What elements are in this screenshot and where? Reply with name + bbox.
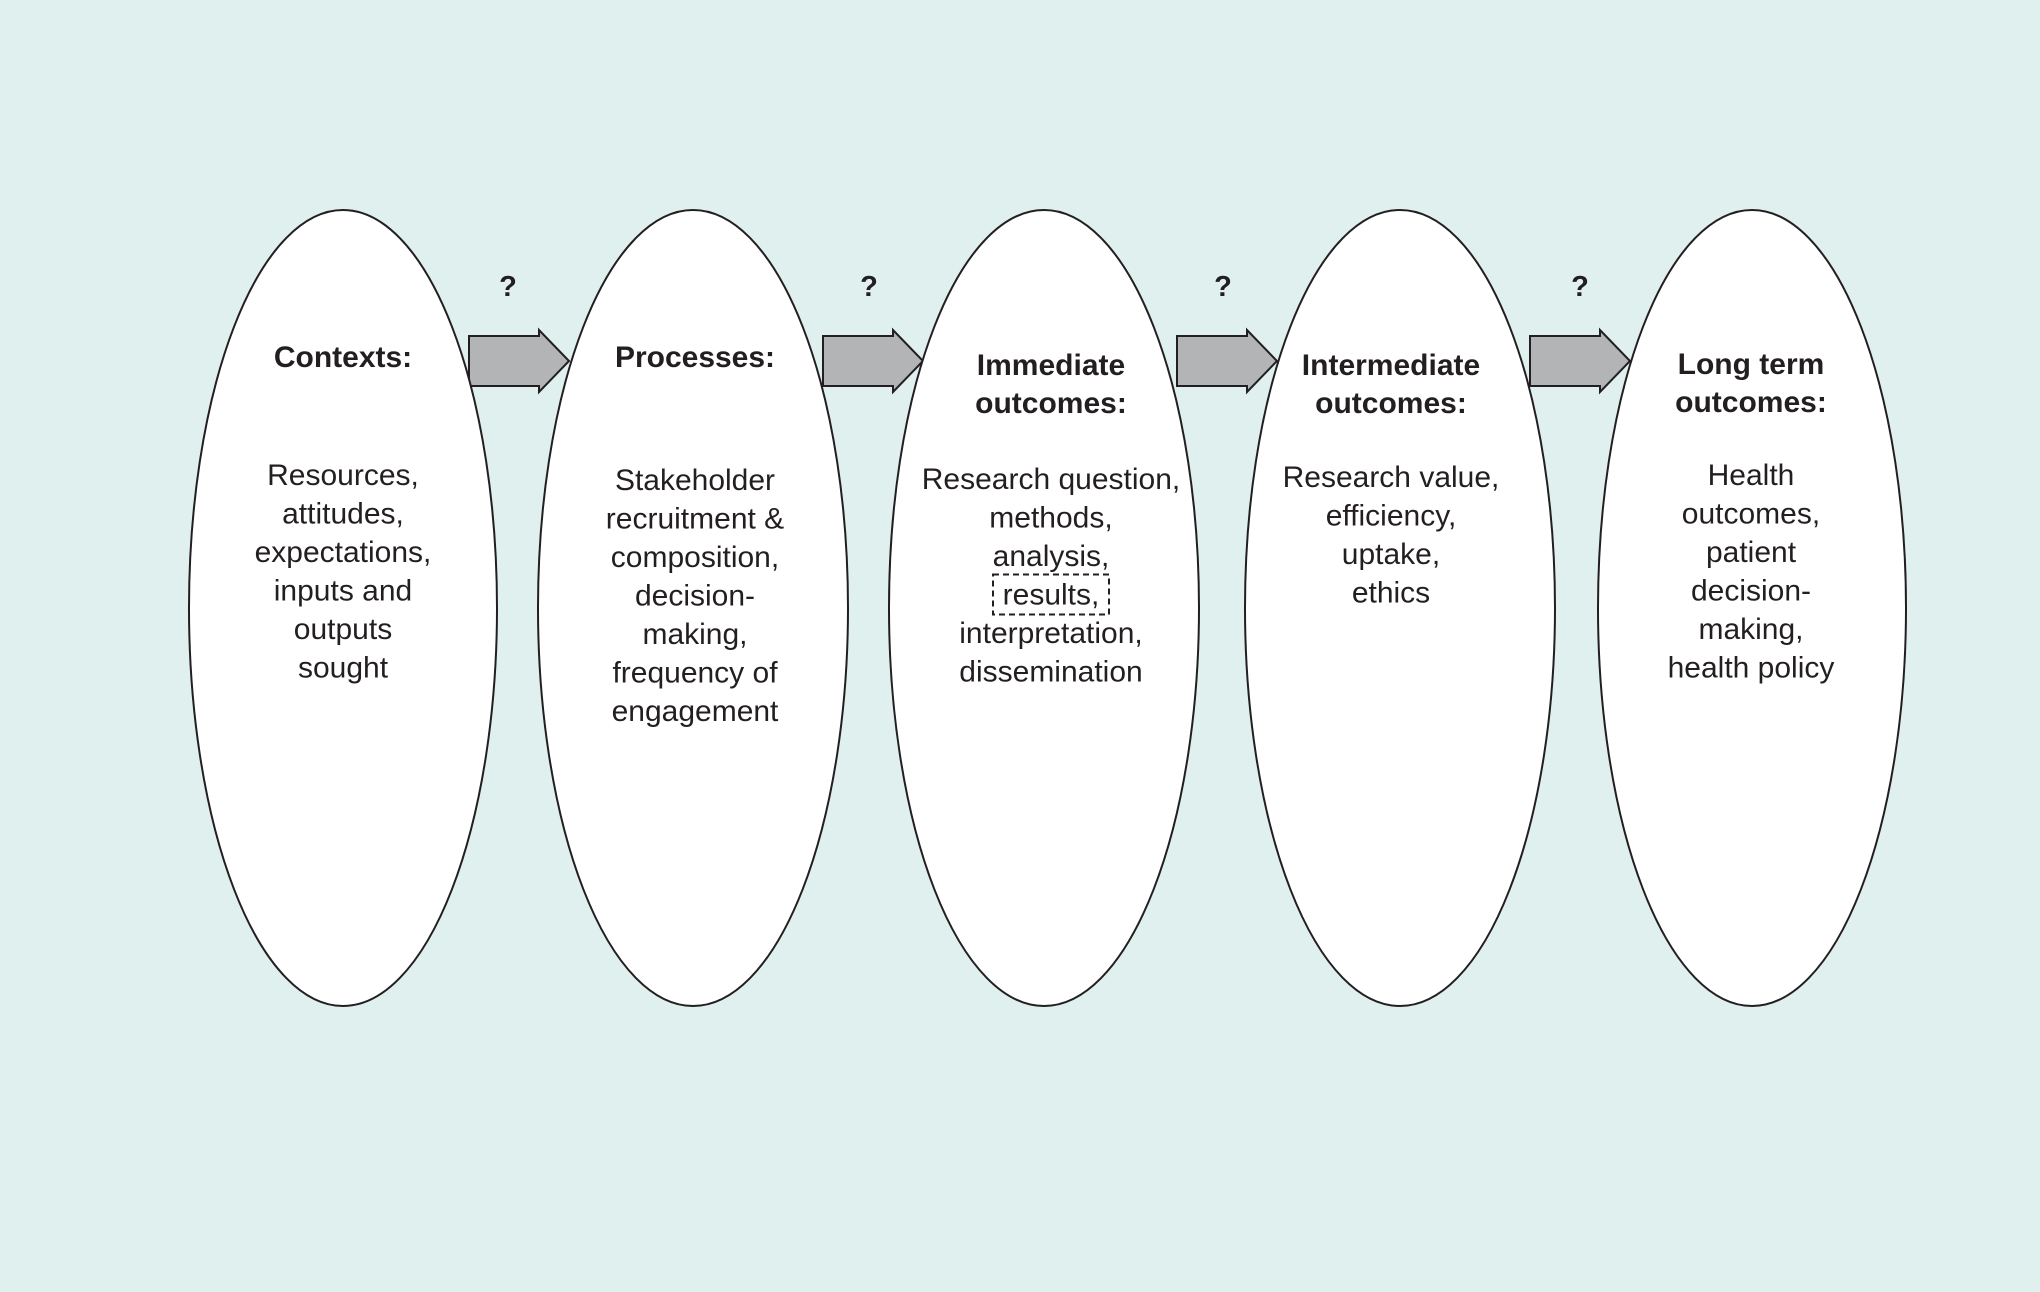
stage-body-line: sought	[298, 652, 389, 685]
stage-body-line: uptake,	[1342, 538, 1440, 571]
stage-body-line: recruitment &	[606, 503, 784, 536]
stage-body-line: efficiency,	[1326, 500, 1457, 533]
stage-body-line: making,	[1698, 613, 1803, 646]
stage-body-line: ethics	[1352, 577, 1430, 610]
stage-title-line: Processes:	[615, 341, 775, 374]
stage-body-line: engagement	[612, 695, 779, 728]
stage-title-line: outcomes:	[975, 387, 1127, 420]
question-mark-label: ?	[1214, 271, 1232, 303]
stage-ellipse	[1597, 209, 1907, 1007]
stage-body-line: health policy	[1668, 652, 1835, 685]
stage-body-line: Health	[1708, 459, 1795, 492]
stage-body-line: patient	[1706, 536, 1797, 569]
stage-body-line: Resources,	[267, 459, 419, 492]
right-arrow-icon	[1176, 327, 1279, 395]
stage-body-line: Stakeholder	[615, 464, 775, 497]
connector-1: ?	[468, 271, 571, 395]
stage-body-line: decision-	[1691, 575, 1811, 608]
question-mark-label: ?	[860, 271, 878, 303]
stage-body-line: expectations,	[255, 536, 432, 569]
stage-title-line: outcomes:	[1675, 386, 1827, 419]
stage-body-line: methods,	[989, 502, 1112, 535]
question-mark-label: ?	[1571, 271, 1589, 303]
stage-body-line: making,	[642, 618, 747, 651]
stage-body-line: interpretation,	[959, 617, 1142, 650]
stage-body-line: results,	[1003, 579, 1100, 612]
right-arrow-icon	[822, 327, 925, 395]
stage-title-line: outcomes:	[1315, 387, 1467, 420]
stage-body-line: Research question,	[922, 463, 1181, 496]
stage-title-line: Intermediate	[1302, 349, 1480, 382]
stage-title-line: Contexts:	[274, 341, 412, 374]
stage-ellipse	[1244, 209, 1556, 1007]
connector-2: ?	[822, 271, 925, 395]
stage-body-line: Research value,	[1283, 461, 1500, 494]
stage-3: Immediate outcomes: Research question, meth…	[888, 209, 1200, 1007]
results-dashed-highlight-box	[992, 573, 1110, 616]
stage-ellipse	[888, 209, 1200, 1007]
stage-ellipse	[188, 209, 498, 1007]
stage-5: Long term outcomes: Health outcomes, patient…	[1597, 209, 1907, 1007]
connectors-layer: ????	[468, 271, 1632, 395]
stage-body-line: composition,	[611, 541, 779, 574]
stage-4: Intermediate outcomes: Research value, effi…	[1244, 209, 1556, 1007]
stage-body-line: outcomes,	[1682, 498, 1820, 531]
stage-body-line: dissemination	[959, 656, 1142, 689]
stage-ellipse	[537, 209, 849, 1007]
question-mark-label: ?	[499, 271, 517, 303]
stages-layer: Contexts: Resources, attitudes, expectation…	[188, 209, 1907, 1007]
connector-3: ?	[1176, 271, 1279, 395]
stage-title-line: Long term	[1678, 348, 1825, 381]
right-arrow-icon	[468, 327, 571, 395]
stage-body-line: analysis,	[993, 540, 1110, 573]
stage-body-line: outputs	[294, 613, 392, 646]
connector-4: ?	[1529, 271, 1632, 395]
stage-body-line: decision-	[635, 580, 755, 613]
stage-body-line: frequency of	[612, 657, 778, 690]
stage-body-line: inputs and	[274, 575, 412, 608]
stage-title-line: Immediate	[977, 349, 1125, 382]
stage-1: Contexts: Resources, attitudes, expectation…	[188, 209, 498, 1007]
stage-2: Processes: Stakeholder recruitment & compos…	[537, 209, 849, 1007]
stage-body-line: attitudes,	[282, 498, 404, 531]
right-arrow-icon	[1529, 327, 1632, 395]
